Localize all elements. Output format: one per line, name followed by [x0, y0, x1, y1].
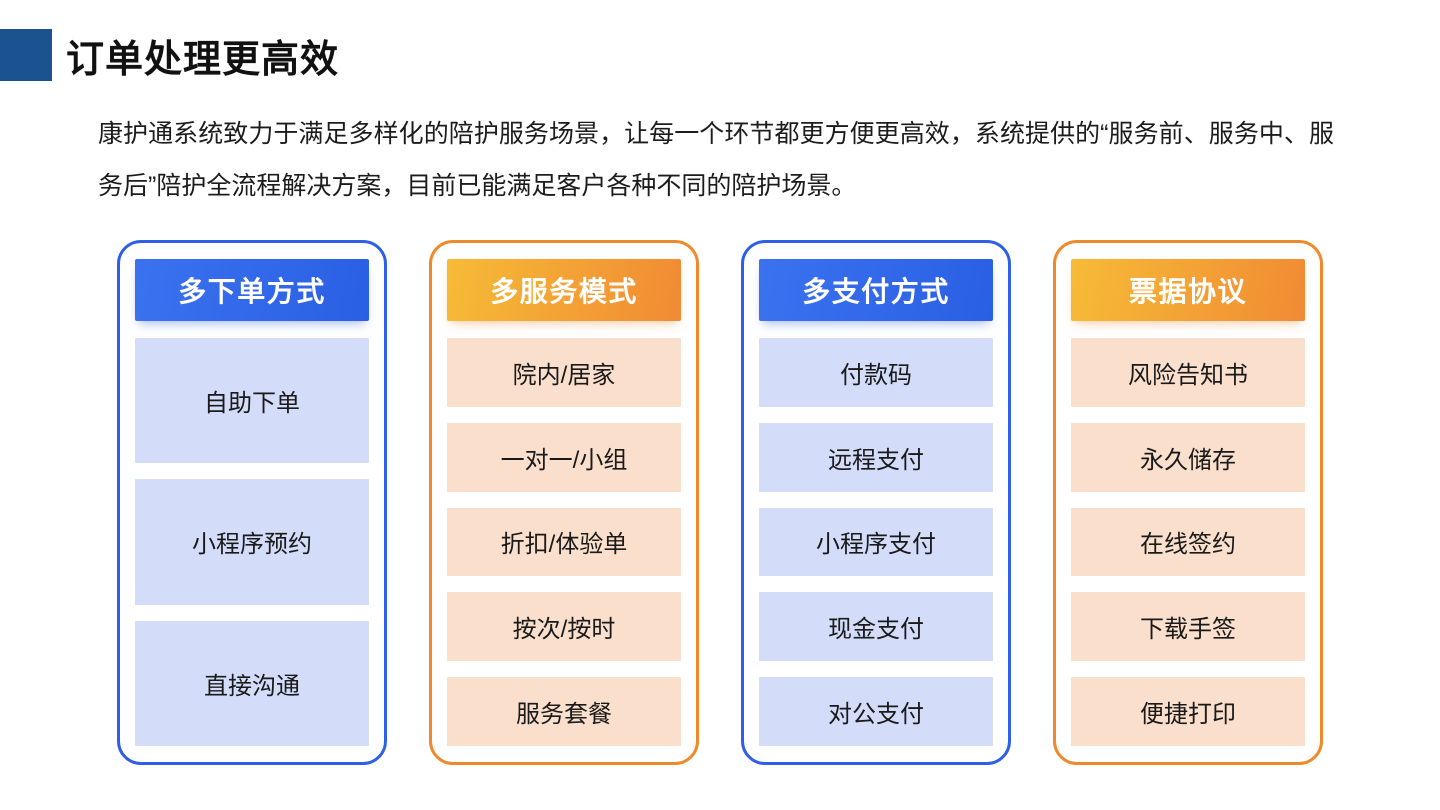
- card-order-methods: 多下单方式 自助下单 小程序预约 直接沟通: [117, 240, 387, 765]
- card-payment-methods: 多支付方式 付款码 远程支付 小程序支付 现金支付 对公支付: [741, 240, 1011, 765]
- list-item[interactable]: 自助下单: [135, 338, 369, 464]
- list-item[interactable]: 远程支付: [759, 422, 993, 492]
- card-billing-agreements: 票据协议 风险告知书 永久储存 在线签约 下载手签 便捷打印: [1053, 240, 1323, 765]
- list-item[interactable]: 小程序预约: [135, 479, 369, 605]
- list-item[interactable]: 按次/按时: [447, 592, 681, 662]
- list-item[interactable]: 在线签约: [1071, 507, 1305, 577]
- list-item[interactable]: 直接沟通: [135, 620, 369, 746]
- card-header-service-modes: 多服务模式: [447, 259, 681, 321]
- list-item[interactable]: 风险告知书: [1071, 338, 1305, 407]
- card-header-billing-agreements: 票据协议: [1071, 259, 1305, 321]
- list-item[interactable]: 院内/居家: [447, 338, 681, 407]
- list-item[interactable]: 一对一/小组: [447, 422, 681, 492]
- list-item[interactable]: 永久储存: [1071, 422, 1305, 492]
- list-item[interactable]: 便捷打印: [1071, 677, 1305, 746]
- list-item[interactable]: 对公支付: [759, 677, 993, 746]
- list-item[interactable]: 付款码: [759, 338, 993, 407]
- card-item-list-service-modes: 院内/居家 一对一/小组 折扣/体验单 按次/按时 服务套餐: [447, 338, 681, 746]
- card-header-order-methods: 多下单方式: [135, 259, 369, 321]
- list-item[interactable]: 下载手签: [1071, 592, 1305, 662]
- card-item-list-billing-agreements: 风险告知书 永久储存 在线签约 下载手签 便捷打印: [1071, 338, 1305, 746]
- list-item[interactable]: 折扣/体验单: [447, 507, 681, 577]
- page-title: 订单处理更高效: [0, 28, 339, 82]
- title-text: 订单处理更高效: [66, 38, 340, 81]
- body-paragraph: 康护通系统致力于满足多样化的陪护服务场景，让每一个环节都更方便更高效，系统提供的…: [98, 120, 1334, 200]
- list-item[interactable]: 服务套餐: [447, 677, 681, 746]
- card-item-list-order-methods: 自助下单 小程序预约 直接沟通: [135, 338, 369, 746]
- title-accent-block: [0, 29, 52, 81]
- list-item[interactable]: 现金支付: [759, 592, 993, 662]
- list-item[interactable]: 小程序支付: [759, 507, 993, 577]
- card-service-modes: 多服务模式 院内/居家 一对一/小组 折扣/体验单 按次/按时 服务套餐: [429, 240, 699, 765]
- card-item-list-payment-methods: 付款码 远程支付 小程序支付 现金支付 对公支付: [759, 338, 993, 746]
- card-grid: 多下单方式 自助下单 小程序预约 直接沟通 多服务模式 院内/居家 一对一/小组…: [117, 240, 1323, 765]
- card-header-payment-methods: 多支付方式: [759, 259, 993, 321]
